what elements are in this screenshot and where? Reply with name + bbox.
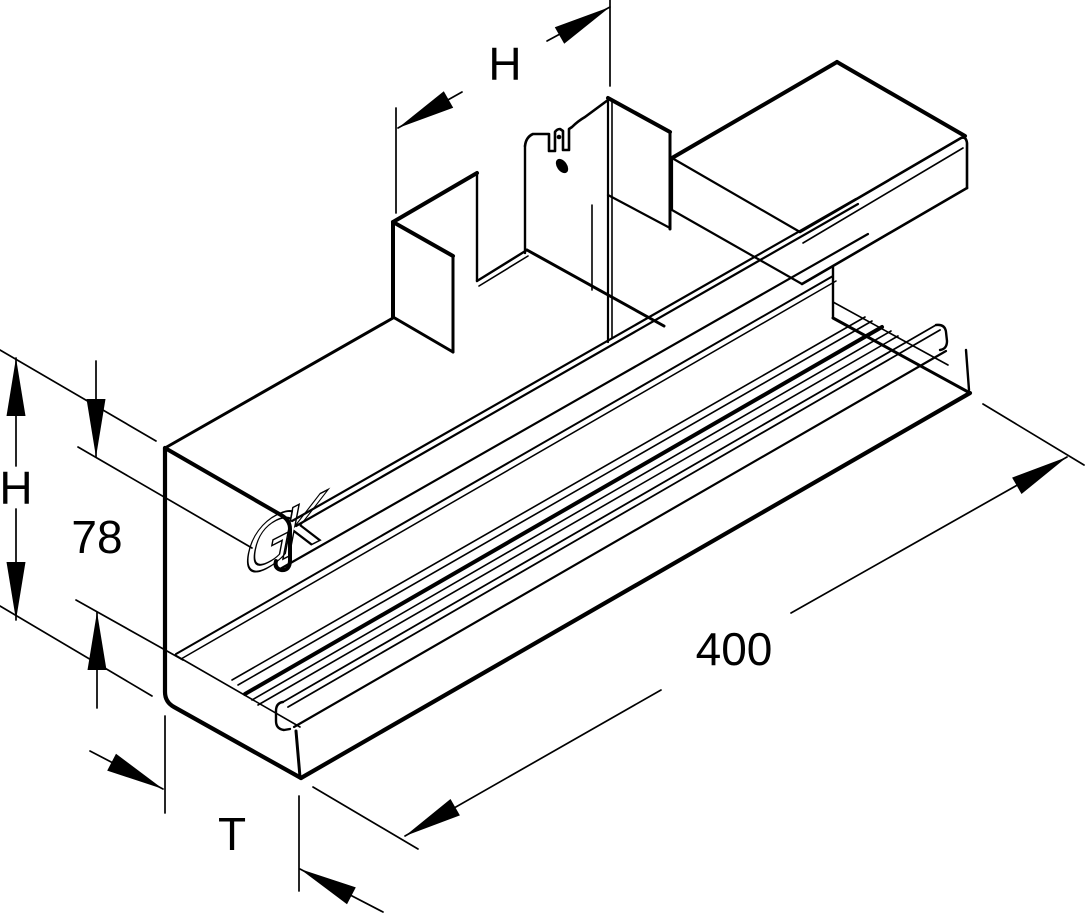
arrowhead: [554, 7, 610, 44]
floor-back-fold: [175, 275, 834, 655]
front-rail-top-line: [282, 324, 937, 703]
dimension-label-depth: T: [218, 808, 246, 860]
left-end-outline: [162, 445, 304, 781]
branch-left-wall-bottom: [391, 315, 455, 354]
cover-front-bottom-edge: [800, 186, 969, 286]
bottom-front-edge: [298, 390, 973, 781]
arrowhead: [86, 399, 106, 457]
duct-cover: [670, 60, 969, 286]
dimension-label-length: 400: [696, 623, 773, 675]
branch-right-wall-bottom: [606, 193, 672, 230]
back-rail-lip-bottom: [278, 232, 870, 571]
front-wall-right-end-edge: [964, 348, 971, 392]
extension-line: [0, 605, 153, 697]
cutout-sill-edge: [525, 248, 666, 328]
left-end-inner-edge: [174, 654, 301, 728]
cover-left-end-bottom-edge: [670, 208, 804, 286]
cover-right-top-edge: [835, 60, 967, 138]
back-rail-top-line: [290, 197, 858, 523]
fixing-hole: [555, 158, 569, 174]
extension-line: [0, 349, 157, 442]
arrowhead: [300, 869, 356, 905]
arrowhead: [405, 799, 460, 836]
right-end-inner-edge: [832, 301, 949, 366]
dimension-label-branch-width: H: [488, 38, 521, 90]
back-rail-top-line: [294, 202, 860, 528]
front-rail-end-profile: [274, 700, 292, 732]
latch-notched-top-edge: [523, 98, 610, 153]
branch-right-wall-top: [606, 96, 672, 134]
dimension-arrowheads: [6, 7, 1067, 905]
right-end-bottom-edge: [831, 316, 972, 395]
front-rail-lip-bottom: [292, 349, 948, 729]
latch-pilot-hole: [556, 134, 562, 140]
arrowhead: [1012, 457, 1067, 494]
arrowhead: [398, 91, 454, 128]
floor-bead-line: [231, 316, 866, 681]
floor-bead-line: [237, 320, 873, 686]
cover-left-end-top-edge: [670, 156, 802, 234]
arrowhead: [107, 753, 163, 789]
branch-outlet: [391, 96, 672, 354]
extension-line: [312, 786, 419, 850]
cover-front-lip-line: [802, 147, 964, 244]
back-rail-end-profile: [163, 446, 292, 573]
dimension-label-inner-height: 78: [71, 511, 122, 563]
back-wall-top-edge: [163, 316, 395, 450]
cover-front-top-edge: [798, 136, 969, 234]
floor-bead-line: [257, 335, 899, 706]
branch-left-wall-top: [391, 171, 479, 258]
arrowhead: [6, 358, 26, 416]
dimension-label-overall-height: H: [0, 462, 33, 514]
cover-top-back-edge: [670, 60, 839, 160]
extension-line: [982, 403, 1085, 466]
arrowhead: [87, 612, 107, 670]
cutout-bottom-fold: [478, 255, 529, 287]
cutout-bottom-fold: [475, 248, 529, 283]
front-rail-top-line: [287, 329, 941, 708]
duct-base-channel: [162, 197, 973, 781]
floor-back-fold: [180, 280, 837, 660]
floor-bead-line: [243, 325, 884, 696]
arrowhead: [6, 562, 26, 620]
front-rail-right-end-profile: [934, 323, 949, 352]
front-wall-left-end-edge: [294, 729, 302, 779]
floor-bead-line: [251, 330, 892, 701]
